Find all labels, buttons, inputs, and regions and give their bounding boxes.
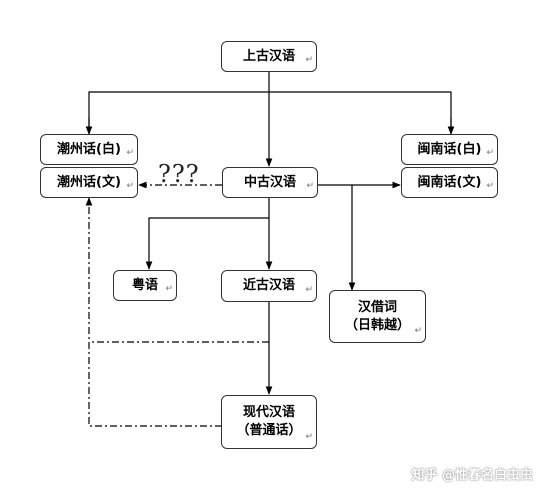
node-jingu-hanyu: 近古汉语 ↵ bbox=[221, 270, 317, 302]
edge-zhonggu-yue bbox=[145, 217, 269, 270]
node-chaozhou-wen: 潮州话(文) ↵ bbox=[40, 167, 138, 198]
node-label: 潮州话(白) bbox=[57, 141, 121, 157]
node-label-line1: 汉借词 bbox=[357, 299, 397, 315]
node-minnan-bai: 闽南话(白) ↵ bbox=[401, 134, 498, 165]
paragraph-mark-icon: ↵ bbox=[486, 181, 494, 191]
node-label: 闽南话(白) bbox=[417, 141, 482, 157]
node-xiandai-hanyu: 现代汉语 （普通话） ↵ bbox=[221, 395, 317, 449]
node-label-line2: （普通话） bbox=[236, 423, 302, 438]
paragraph-mark-icon: ↵ bbox=[126, 181, 134, 191]
edge-shanggu-branch bbox=[88, 91, 452, 134]
paragraph-mark-icon: ↵ bbox=[414, 326, 422, 336]
uncertain-link-label: ??? bbox=[158, 160, 200, 188]
watermark: 知乎 @性春名白虫虫 bbox=[411, 468, 533, 483]
node-yue: 粤语 ↵ bbox=[113, 270, 177, 301]
paragraph-mark-icon: ↵ bbox=[305, 285, 313, 295]
node-hanjieci: 汉借词 （日韩越） ↵ bbox=[329, 290, 426, 343]
paragraph-mark-icon: ↵ bbox=[165, 284, 173, 294]
node-minnan-wen: 闽南话(文) ↵ bbox=[401, 167, 498, 198]
node-label: 中古汉语 bbox=[243, 174, 296, 190]
paragraph-mark-icon: ↵ bbox=[306, 181, 314, 191]
node-label-line1: 现代汉语 bbox=[242, 405, 295, 420]
node-label: 闽南话(文) bbox=[417, 174, 482, 190]
node-label: 近古汉语 bbox=[242, 278, 295, 293]
node-label: 上古汉语 bbox=[242, 48, 295, 64]
paragraph-mark-icon: ↵ bbox=[126, 148, 134, 158]
node-zhonggu-hanyu: 中古汉语 ↵ bbox=[222, 167, 318, 198]
node-chaozhou-bai: 潮州话(白) ↵ bbox=[40, 134, 138, 165]
edge-xiandai-chaozhou-wen-dashed bbox=[85, 197, 222, 427]
node-shanggu-hanyu: 上古汉语 ↵ bbox=[221, 41, 317, 72]
paragraph-mark-icon: ↵ bbox=[486, 148, 494, 158]
node-label: 潮州话(文) bbox=[57, 174, 121, 190]
node-label-line2: （日韩越） bbox=[344, 317, 410, 333]
paragraph-mark-icon: ↵ bbox=[305, 432, 313, 442]
node-label: 粤语 bbox=[131, 277, 158, 293]
paragraph-mark-icon: ↵ bbox=[305, 55, 313, 65]
